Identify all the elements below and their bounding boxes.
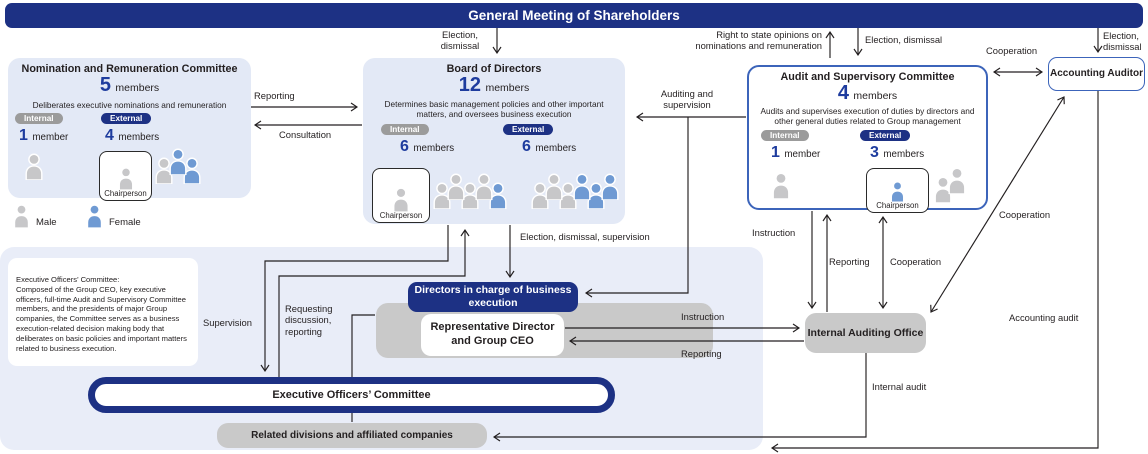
audit-internal-badge: Internal bbox=[761, 130, 809, 141]
person-icon bbox=[472, 173, 496, 200]
person-icon bbox=[430, 182, 454, 209]
legend-male-label: Male bbox=[36, 217, 57, 228]
board-title: Board of Directors bbox=[446, 63, 542, 75]
audit-title: Audit and Supervisory Committee bbox=[780, 71, 955, 83]
nomination-count-unit: members bbox=[115, 82, 160, 94]
legend-female: Female bbox=[84, 204, 141, 228]
nomination-external-count: 4 members bbox=[105, 127, 160, 144]
chairperson-label: Chairperson bbox=[104, 189, 147, 199]
male-person-icon bbox=[11, 204, 32, 228]
board-desc: Determines basic management policies and… bbox=[384, 99, 604, 120]
ceo-box: Representative Director and Group CEO bbox=[421, 314, 564, 356]
person-icon bbox=[888, 181, 907, 203]
label-internal-audit: Internal audit bbox=[872, 381, 927, 392]
internal-auditing-office-box: Internal Auditing Office bbox=[805, 313, 926, 353]
label-election-dismissal-bod: Election, dismissal bbox=[440, 29, 480, 52]
legend-female-label: Female bbox=[109, 217, 141, 228]
person-icon bbox=[444, 173, 468, 200]
person-icon bbox=[945, 167, 969, 194]
person-icon bbox=[598, 173, 622, 200]
board-internal-badge: Internal bbox=[381, 124, 429, 135]
person-icon bbox=[528, 182, 552, 209]
person-icon bbox=[486, 182, 510, 209]
nomination-internal-count: 1 member bbox=[19, 127, 69, 144]
directors-in-charge-title: Directors in charge of business executio… bbox=[414, 284, 572, 309]
nomination-title: Nomination and Remuneration Committee bbox=[21, 63, 238, 75]
board-internal-count: 6 members bbox=[400, 138, 455, 155]
nomination-desc: Deliberates executive nominations and re… bbox=[32, 100, 227, 110]
directors-in-charge-box: Directors in charge of business executio… bbox=[408, 282, 578, 312]
board-of-directors-box: Board of Directors 12 members Determines… bbox=[363, 58, 625, 224]
related-divisions-title: Related divisions and affiliated compani… bbox=[251, 429, 453, 441]
nomination-external-badge: External bbox=[101, 113, 152, 124]
nomination-internal-persons bbox=[22, 143, 46, 180]
accounting-auditor-title: Accounting Auditor bbox=[1050, 68, 1143, 79]
audit-internal-count: 1 member bbox=[771, 144, 821, 161]
audit-supervisory-committee-box: Audit and Supervisory Committee 4 member… bbox=[747, 65, 988, 213]
ceo-title: Representative Director and Group CEO bbox=[430, 321, 555, 347]
person-icon bbox=[180, 157, 204, 184]
nomination-chairperson-box: Chairperson bbox=[99, 151, 152, 201]
board-chairperson-box: Chairperson bbox=[372, 168, 430, 223]
nomination-count: 5 members bbox=[8, 74, 251, 97]
internal-auditing-office-title: Internal Auditing Office bbox=[807, 326, 924, 339]
legend-male: Male bbox=[11, 204, 57, 228]
audit-external-count: 3 members bbox=[870, 144, 925, 161]
label-accounting-audit: Accounting audit bbox=[1009, 312, 1079, 323]
label-auditing-supervision: Auditing and supervision bbox=[660, 88, 714, 111]
chairperson-label: Chairperson bbox=[876, 201, 919, 211]
label-cooperation-vertical: Cooperation bbox=[890, 256, 942, 267]
person-icon bbox=[769, 172, 793, 199]
executive-officers-committee-note: Executive Officers’ Committee: Composed … bbox=[8, 258, 198, 366]
label-consultation: Consultation bbox=[279, 129, 332, 140]
label-cooperation-diagonal: Cooperation bbox=[999, 209, 1051, 220]
nomination-remuneration-committee-box: Nomination and Remuneration Committee 5 … bbox=[8, 58, 251, 201]
label-reporting-iao-ceo: Reporting bbox=[681, 348, 722, 359]
chairperson-label: Chairperson bbox=[379, 211, 423, 221]
related-divisions-box: Related divisions and affiliated compani… bbox=[217, 423, 487, 448]
person-icon bbox=[152, 157, 176, 184]
label-instruction-audit-iao: Instruction bbox=[752, 227, 796, 238]
note-text: Executive Officers’ Committee: Composed … bbox=[16, 274, 187, 353]
person-icon bbox=[556, 182, 580, 209]
accounting-auditor-box: Accounting Auditor bbox=[1048, 57, 1145, 91]
person-icon bbox=[458, 182, 482, 209]
person-icon bbox=[570, 173, 594, 200]
audit-count: 4 members bbox=[837, 82, 898, 104]
female-person-icon bbox=[84, 204, 105, 228]
label-reporting-iao-audit: Reporting bbox=[829, 256, 870, 267]
audit-chairperson-box: Chairperson bbox=[866, 168, 929, 213]
board-count: 12 members bbox=[458, 74, 530, 96]
audit-desc: Audits and supervises execution of dutie… bbox=[760, 106, 975, 127]
label-right-to-state-opinions: Right to state opinions on nominations a… bbox=[695, 29, 822, 52]
label-instruction-ceo-iao: Instruction bbox=[681, 311, 725, 322]
person-icon bbox=[116, 167, 136, 191]
person-icon bbox=[166, 148, 190, 175]
audit-external-persons bbox=[931, 166, 969, 203]
executive-officers-committee-title: Executive Officers’ Committee bbox=[272, 389, 431, 401]
person-icon bbox=[390, 187, 412, 213]
board-external-count: 6 members bbox=[522, 138, 577, 155]
label-reporting-left: Reporting bbox=[254, 90, 295, 101]
person-icon bbox=[542, 173, 566, 200]
board-internal-persons bbox=[430, 172, 510, 209]
audit-internal-persons bbox=[769, 162, 793, 199]
label-supervision: Supervision bbox=[203, 317, 252, 328]
person-icon bbox=[22, 153, 46, 180]
board-external-persons bbox=[528, 172, 622, 209]
label-election-dismissal-supervision: Election, dismissal, supervision bbox=[520, 231, 650, 242]
general-meeting-banner: General Meeting of Shareholders bbox=[5, 3, 1143, 28]
executive-officers-committee-box: Executive Officers’ Committee bbox=[88, 377, 615, 413]
label-election-dismissal-accounting: Election, dismissal bbox=[1103, 30, 1142, 53]
general-meeting-title: General Meeting of Shareholders bbox=[468, 8, 680, 23]
audit-external-badge: External bbox=[860, 130, 911, 141]
label-election-dismissal-audit: Election, dismissal bbox=[865, 34, 943, 45]
label-cooperation-top: Cooperation bbox=[986, 45, 1038, 56]
label-requesting-discussion-reporting: Requesting discussion, reporting bbox=[285, 303, 333, 337]
nomination-count-number: 5 bbox=[99, 74, 111, 96]
nomination-internal-badge: Internal bbox=[15, 113, 63, 124]
board-external-badge: External bbox=[503, 124, 554, 135]
nomination-external-persons bbox=[152, 147, 204, 184]
